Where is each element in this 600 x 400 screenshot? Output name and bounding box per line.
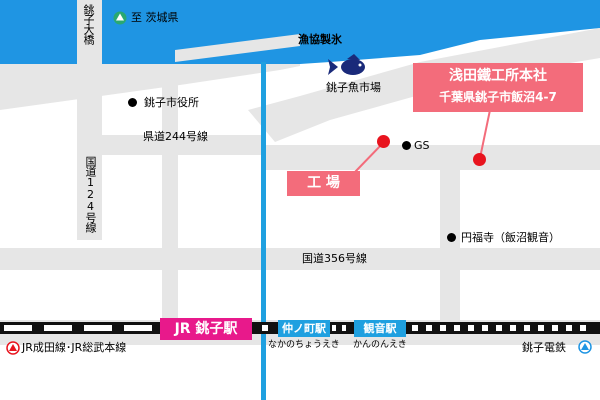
nakanocho-kana-label: なかのちょうえき	[268, 340, 340, 350]
pref-road-label: 県道244号線	[143, 130, 208, 143]
factory-label: 工 場	[307, 175, 340, 191]
temple-label: 円福寺（飯沼観音）	[461, 231, 560, 244]
kannon-station-box: 観音駅	[354, 320, 406, 337]
river	[261, 62, 266, 400]
fishery-coop-label: 漁協製氷	[298, 33, 342, 46]
gs-label: GS	[414, 139, 430, 152]
hq-pointer	[479, 109, 491, 159]
city-hall-marker	[128, 98, 137, 107]
national-road-356-label: 国道356号線	[302, 252, 367, 265]
road-network	[0, 28, 600, 345]
factory-marker	[377, 135, 390, 148]
kannon-station-label: 観音駅	[363, 322, 397, 335]
fish-market-label: 銚子魚市場	[326, 81, 381, 94]
headquarters-marker	[473, 153, 486, 166]
jr-choshi-station-label: JR 銚子駅	[174, 321, 238, 337]
compass-north-icon	[113, 11, 127, 25]
temple-marker	[447, 233, 456, 242]
nakanocho-station-box: 仲ノ町駅	[278, 320, 330, 337]
fish-icon	[328, 54, 365, 75]
city-hall-label: 銚子市役所	[144, 96, 199, 109]
choshi-dentetsu-direction-icon	[578, 340, 592, 354]
nakanocho-station-label: 仲ノ町駅	[282, 322, 326, 335]
choshi-dentetsu-label: 銚子電鉄	[522, 341, 566, 354]
national-road-124-label: 国道124号線	[84, 156, 97, 232]
kannon-kana-label: かんのんえき	[353, 340, 407, 350]
bridge-road	[77, 0, 102, 64]
headquarters-name: 浅田鐵工所本社	[449, 68, 547, 84]
headquarters-box: 浅田鐵工所本社 千葉県銚子市飯沼4-7	[413, 63, 583, 112]
factory-box: 工 場	[287, 171, 360, 196]
to-ibaraki-label: 至 茨城県	[131, 11, 179, 24]
jr-direction-icon	[6, 341, 20, 355]
jr-choshi-station-box: JR 銚子駅	[160, 318, 252, 340]
gs-marker	[402, 141, 411, 150]
railway-ties	[4, 325, 586, 331]
bridge-label: 銚子大橋	[82, 4, 95, 44]
headquarters-address: 千葉県銚子市飯沼4-7	[439, 90, 557, 104]
jr-lines-label: JR成田線･JR総武本線	[22, 341, 127, 354]
sea-area	[0, 0, 600, 64]
